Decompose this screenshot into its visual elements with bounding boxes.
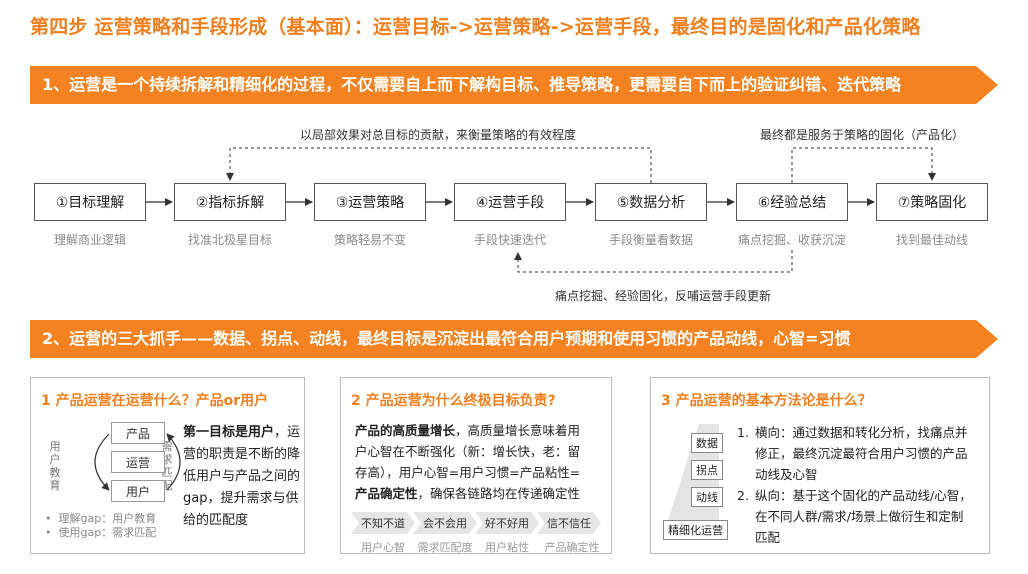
panel3-list: 1. 横向：通过数据和转化分析，找痛点并修正，最终沉淀最符合用户习惯的产品动线及…: [737, 422, 973, 548]
note-bottom: 痛点挖掘、经验固化，反哺运营手段更新: [555, 289, 772, 303]
feedback-top-right: [791, 147, 936, 183]
list-item-text: 纵向：基于这个固化的产品动线/心智，在不同人群/需求/场景上做衍生和定制匹配: [755, 488, 972, 545]
step-goal-understanding: ①目标理解: [34, 183, 146, 221]
step-sub-3: 策略轻易不变: [333, 233, 406, 247]
bullet-2: • 使用gap：需求匹配: [45, 526, 157, 539]
banner-three-levers: 2、运营的三大抓手——数据、拐点、动线，最终目标是沉淀出最符合用户预期和使用习惯…: [30, 320, 998, 358]
list-item: 2. 纵向：基于这个固化的产品动线/心智，在不同人群/需求/场景上做衍生和定制匹…: [737, 485, 973, 548]
step-strategy: ③运营策略: [314, 183, 426, 221]
vertical-label-user-education: 用户教育: [49, 440, 61, 492]
banner-process: 1、运营是一个持续拆解和精细化的过程，不仅需要自上而下解构目标、推导策略，更需要…: [30, 66, 998, 104]
panel1-text-rest: ，运营的职责是不断的降低用户与产品之间的gap，提升需求与供给的匹配度: [183, 425, 301, 528]
feedback-bottom: [514, 250, 793, 273]
step-sub-7: 找到最佳动线: [895, 233, 968, 247]
bullet-1-text: 理解gap：用户教育: [58, 512, 157, 525]
panel2-text-2: ，确保各链路均在传递确定性: [417, 486, 581, 501]
chevron-sub-2: 需求匹配度: [417, 541, 473, 554]
panel1-text: 第一目标是用户，运营的职责是不断的降低用户与产品之间的gap，提升需求与供给的匹…: [183, 422, 305, 532]
chevron-sub-3: 用户粘性: [485, 541, 529, 554]
note-top-left: 以局部效果对总目标的贡献，来衡量策略的有效程度: [300, 128, 577, 142]
chevron-2: 会不会用: [413, 512, 477, 534]
panel1-text-bold: 第一目标是用户: [183, 425, 275, 440]
panel-why-ultimate-goal: 2 产品运营为什么终极目标负责? 产品的高质量增长，高质量增长意味着用户心智在不…: [340, 377, 612, 554]
chevron-sub-4: 产品确定性: [544, 541, 600, 554]
step-strategy-solidify: ⑦策略固化: [876, 183, 988, 221]
chevron-sub-1: 用户心智: [361, 541, 405, 554]
step-sub-6: 痛点挖掘、收获沉淀: [737, 233, 846, 247]
list-item: 1. 横向：通过数据和转化分析，找痛点并修正，最终沉淀最符合用户习惯的产品动线及…: [737, 422, 973, 485]
step-sub-4: 手段快速迭代: [473, 233, 546, 247]
step-data-analysis: ⑤数据分析: [595, 183, 707, 221]
panel2-bold-1: 产品的高质量增长: [355, 423, 456, 438]
step-metric-breakdown: ②指标拆解: [174, 183, 286, 221]
panel1-arcs: [94, 433, 181, 491]
pyramid-label-inflection: 拐点: [691, 460, 723, 480]
step-experience-summary: ⑥经验总结: [736, 183, 848, 221]
note-top-right: 最终都是服务于策略的固化（产品化）: [760, 128, 965, 142]
page-title: 第四步 运营策略和手段形成（基本面）：运营目标->运营策略->运营手段，最终目的…: [30, 16, 921, 38]
panel2-title: 2 产品运营为什么终极目标负责?: [351, 393, 556, 409]
pyramid-label-data: 数据: [691, 433, 723, 453]
arc-right-icon: [166, 433, 181, 491]
panel-methodology: 3 产品运营的基本方法论是什么？ 数据 拐点 动线 精细化运营 1. 横向：通过…: [650, 377, 990, 554]
panel2-bold-2: 产品确定性: [355, 486, 418, 501]
feedback-top-left: [226, 147, 652, 183]
panel-what-to-operate: 1 产品运营在运营什么？产品or用户 用户教育 需求匹配 产品 运营 用户 • …: [30, 377, 305, 554]
chevron-3: 好不好用: [475, 512, 539, 534]
list-item-num: 1.: [737, 425, 749, 440]
list-item-text: 横向：通过数据和转化分析，找痛点并修正，最终沉淀最符合用户习惯的产品动线及心智: [755, 425, 968, 482]
panel3-title: 3 产品运营的基本方法论是什么？: [661, 393, 872, 409]
step-sub-1: 理解商业逻辑: [53, 233, 126, 247]
step-tactics: ④运营手段: [454, 183, 566, 221]
vertical-label-demand-match: 需求匹配: [161, 440, 173, 492]
box-operation: 运营: [111, 451, 165, 473]
step-sub-2: 找准北极星目标: [187, 233, 272, 247]
pyramid-label-refined-ops: 精细化运营: [663, 520, 728, 540]
bullet-2-text: 使用gap：需求匹配: [58, 526, 157, 539]
box-product: 产品: [111, 422, 165, 444]
chevron-4: 信不信任: [537, 512, 601, 534]
panel2-text-1: ，高质量增长意味着用户心智在不断强化（新：增长快，老：留存高），用户心智=用户习…: [355, 423, 581, 480]
list-item-num: 2.: [737, 488, 749, 503]
panel1-title: 1 产品运营在运营什么？产品or用户: [41, 393, 269, 409]
arc-left-icon: [94, 433, 110, 491]
panel2-text: 产品的高质量增长，高质量增长意味着用户心智在不断强化（新：增长快，老：留存高），…: [355, 420, 587, 504]
step-sub-5: 手段衡量看数据: [608, 233, 693, 247]
bullet-1: • 理解gap：用户教育: [45, 512, 157, 525]
box-user: 用户: [111, 480, 165, 502]
chevron-1: 不知不道: [351, 512, 415, 534]
pyramid-label-flow: 动线: [691, 487, 723, 507]
